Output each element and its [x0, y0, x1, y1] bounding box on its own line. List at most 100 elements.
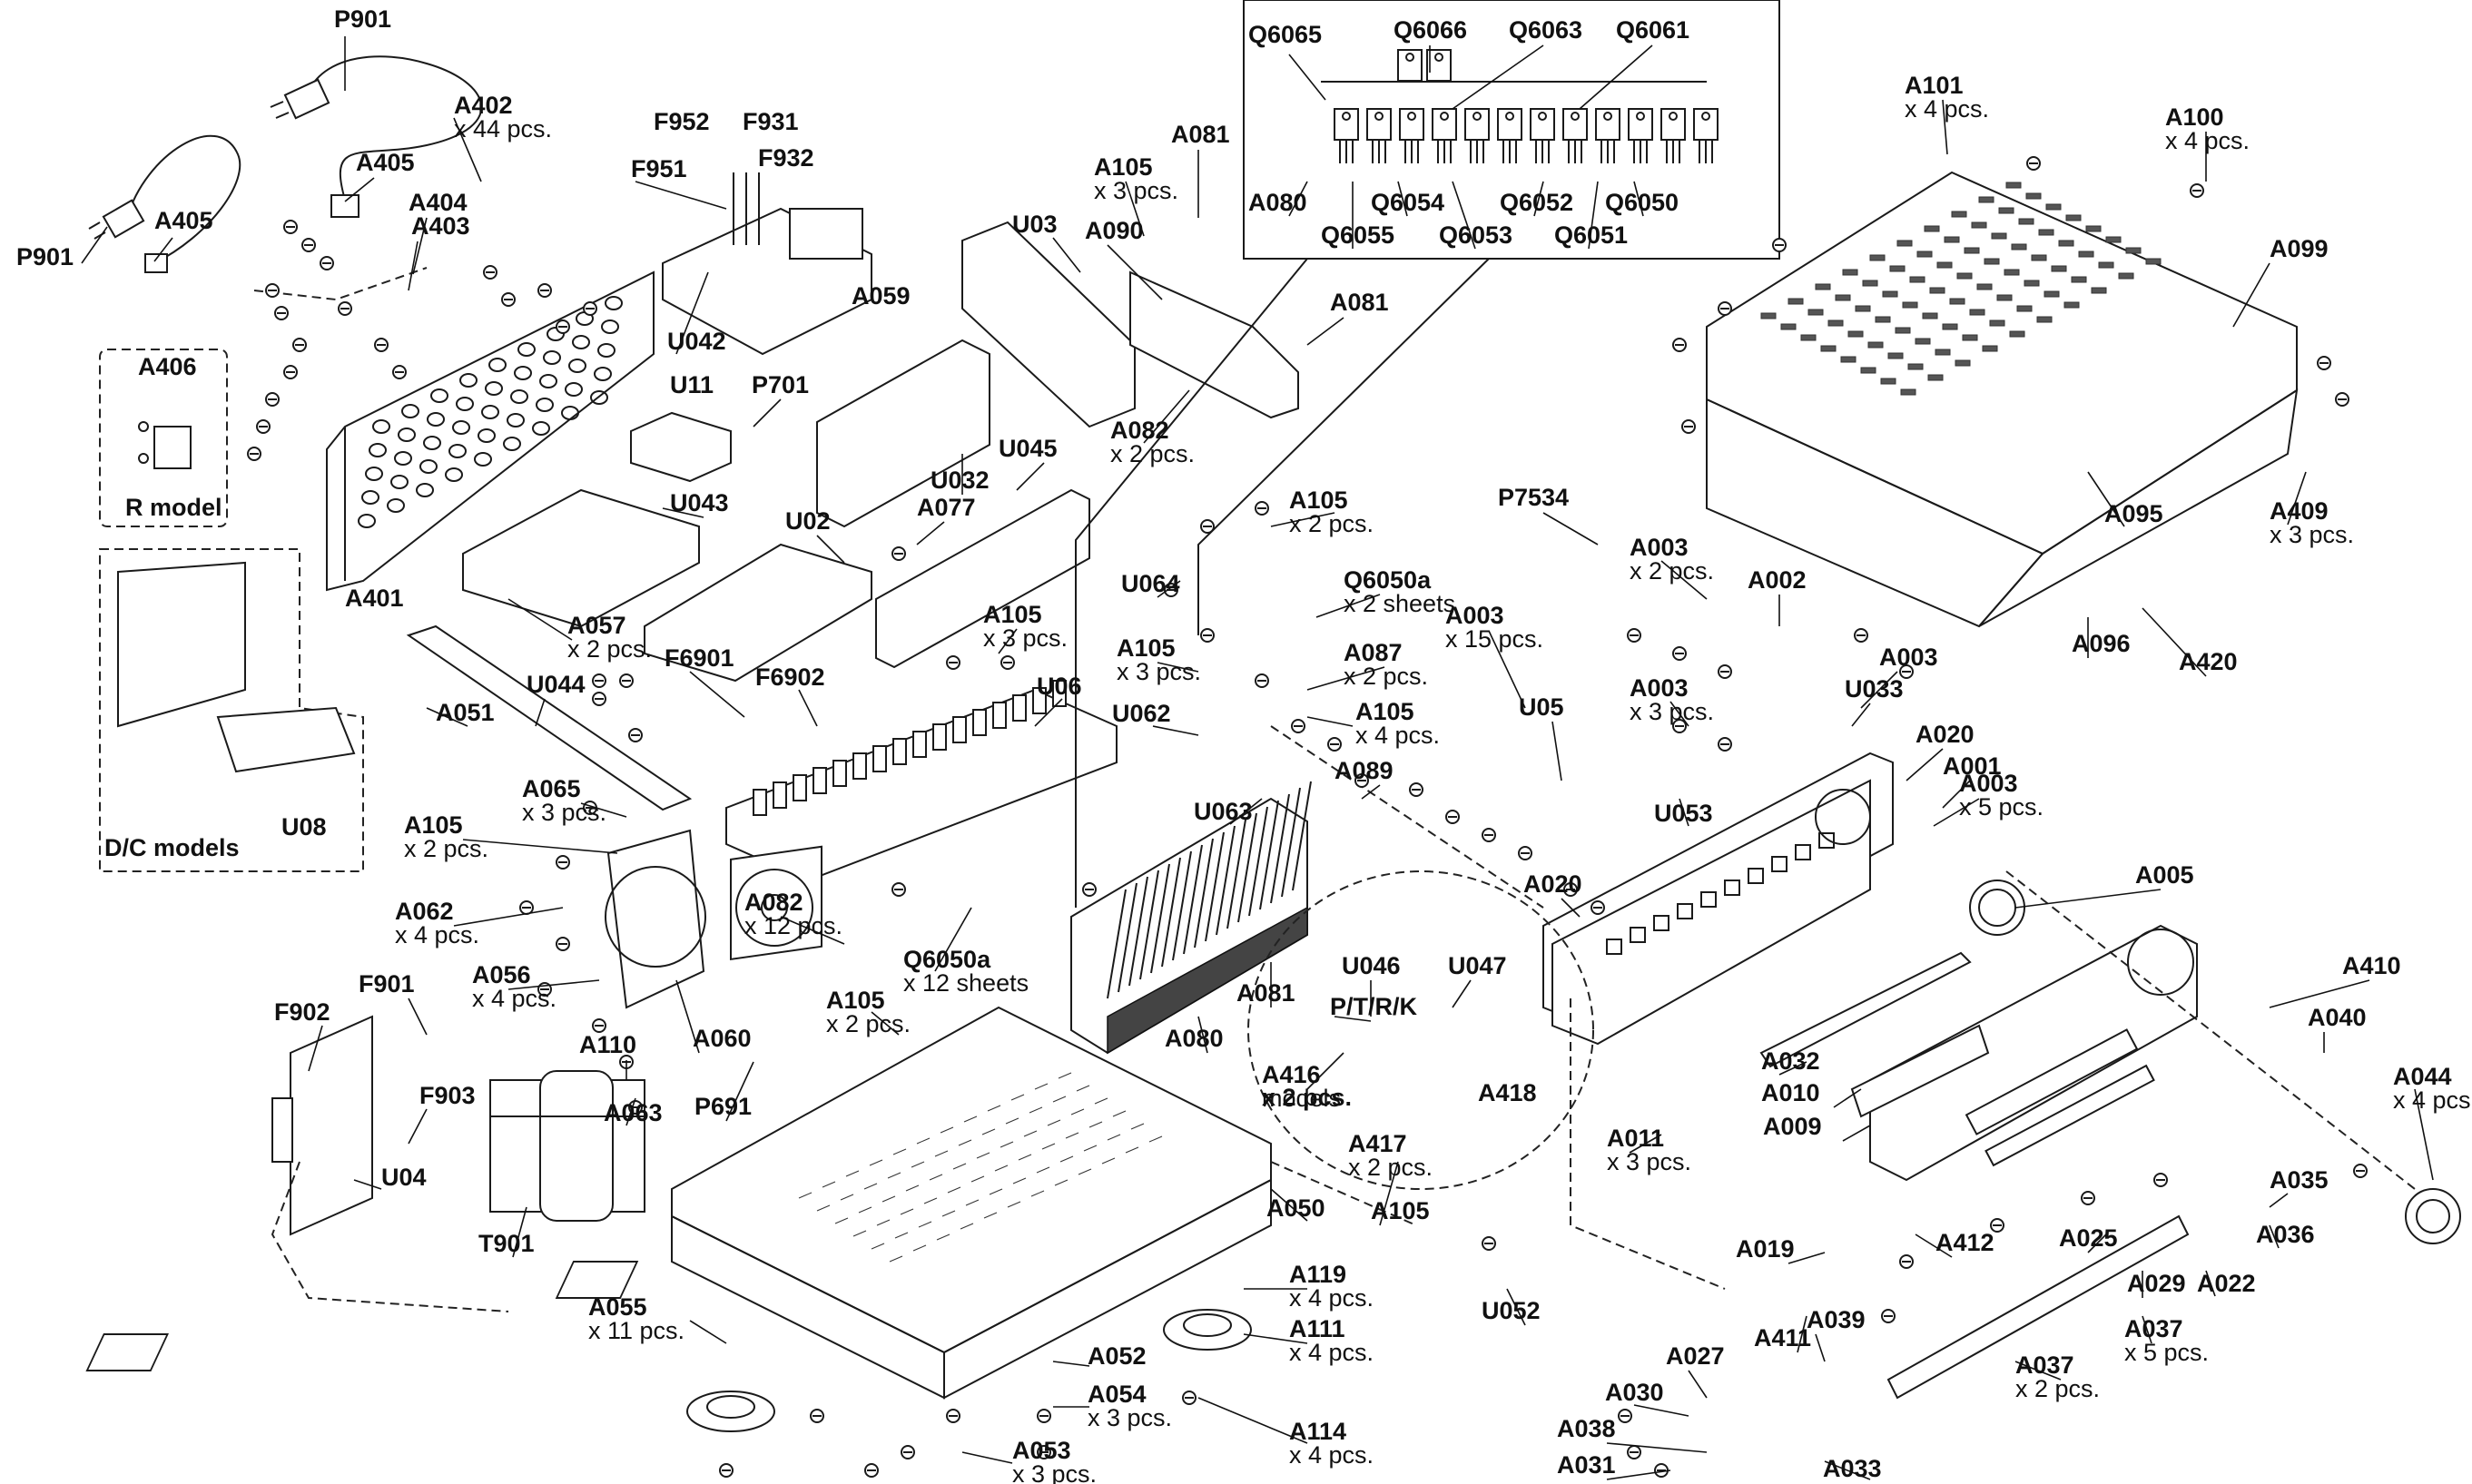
leader-line-78 — [1452, 979, 1472, 1008]
callout-label: F952 — [654, 108, 710, 135]
callout-label: Q6052 — [1500, 189, 1573, 216]
part-code: A037 — [2124, 1315, 2183, 1342]
leader-line-119 — [1688, 1370, 1708, 1399]
leader-line-44 — [871, 1011, 900, 1036]
display-window-a010 — [1759, 951, 1990, 1118]
part-code: F902 — [274, 998, 330, 1026]
part-code: A037 — [2015, 1351, 2074, 1379]
part-quantity: x 2 pcs. — [1110, 440, 1195, 467]
part-code: U062 — [1112, 700, 1171, 727]
leader-line-68 — [1243, 1333, 1308, 1344]
part-code: A416 — [1262, 1061, 1321, 1088]
board-u032 — [816, 339, 990, 528]
callout-label: R model — [125, 494, 222, 521]
leader-line-73 — [1542, 512, 1599, 545]
part-code: U063 — [1194, 798, 1253, 825]
part-code: A010 — [1761, 1079, 1820, 1106]
leader-line-20 — [408, 998, 428, 1036]
callout-label: U08 — [281, 813, 327, 840]
part-code: P691 — [694, 1093, 752, 1120]
leader-line-35 — [1016, 462, 1045, 491]
part-code: A411 — [1754, 1324, 1811, 1351]
part-code: A050 — [1266, 1194, 1325, 1222]
pad-a055 — [85, 1333, 169, 1371]
part-code: Q6050a — [903, 946, 991, 973]
callout-label: F901 — [359, 970, 415, 998]
callout-label: U02 — [785, 507, 831, 535]
callout-label: U062 — [1112, 700, 1171, 727]
part-quantity: x 15 pcs. — [1445, 625, 1543, 653]
leader-line-100 — [2014, 889, 2162, 909]
leader-line-95 — [1851, 703, 1871, 727]
part-quantity: x 3 pcs. — [1012, 1460, 1097, 1484]
leader-line-115 — [2142, 1315, 2152, 1344]
leader-line-60 — [1306, 666, 1385, 691]
leader-line-19 — [675, 979, 700, 1054]
part-quantity: x 2 pcs. — [1348, 1154, 1433, 1181]
leader-line-89 — [2287, 471, 2307, 526]
callout-label: A020 — [1523, 870, 1582, 898]
leader-line-37 — [916, 521, 945, 545]
leader-line-40 — [798, 689, 818, 727]
part-quantity: x 3 pcs. — [2270, 521, 2354, 548]
top-cover-a099 — [1706, 171, 2299, 628]
leader-line-69 — [1052, 1361, 1090, 1367]
part-code: R model — [125, 494, 222, 521]
leader-line-113 — [1915, 1233, 1953, 1258]
callout-label: A105 — [1371, 1197, 1430, 1224]
callout-label: A081 — [1171, 121, 1230, 148]
callout-label: U044 — [527, 671, 586, 698]
part-code: A105 — [404, 811, 463, 839]
board-u03 — [961, 221, 1136, 428]
callout-label: Q6063 — [1509, 16, 1582, 44]
leader-line-88 — [2087, 471, 2125, 527]
part-code: P701 — [752, 371, 809, 398]
part-code: Q6065 — [1248, 21, 1322, 48]
leader-line-11 — [816, 535, 845, 564]
leader-line-10 — [662, 507, 704, 518]
part-code: A080 — [1165, 1025, 1224, 1052]
leader-line-5 — [412, 217, 428, 275]
part-code: A025 — [2059, 1224, 2118, 1252]
part-code: A082 — [1110, 417, 1169, 444]
leader-line-116 — [2014, 1361, 2062, 1381]
part-code: A029 — [2127, 1270, 2186, 1297]
callout-label: A020 — [1916, 721, 1975, 748]
part-code: Q6055 — [1321, 221, 1394, 249]
callout-label: A410 — [2342, 952, 2401, 979]
part-code: A033 — [1823, 1455, 1882, 1482]
callout-label: A077 — [917, 494, 976, 521]
part-code: F6901 — [665, 644, 734, 672]
part-code: A030 — [1605, 1379, 1664, 1406]
leader-line-64 — [1197, 1016, 1208, 1054]
part-code: A065 — [522, 775, 581, 802]
leader-line-14 — [426, 707, 468, 727]
leader-line-97 — [1906, 748, 1944, 781]
part-code: U08 — [281, 813, 327, 840]
part-code: Q6061 — [1616, 16, 1689, 44]
part-code: A056 — [472, 961, 531, 988]
part-code: A114 — [1289, 1418, 1346, 1445]
part-code: U04 — [381, 1164, 427, 1191]
leader-line-81 — [1379, 1161, 1399, 1226]
callout-label: F902 — [274, 998, 330, 1026]
part-code: F901 — [359, 970, 415, 998]
part-quantity: x 4 pcs. — [1905, 95, 1989, 123]
part-code: A111 — [1289, 1315, 1345, 1342]
leader-line-3 — [344, 177, 375, 202]
leader-line-66 — [1270, 1188, 1308, 1222]
callout-label: U043 — [670, 489, 729, 516]
knob-a040 — [2405, 1188, 2461, 1244]
leader-line-4 — [153, 237, 173, 262]
part-code: A020 — [1523, 870, 1582, 898]
part-code: F952 — [654, 108, 710, 135]
part-code: Q6052 — [1500, 189, 1573, 216]
part-code: F932 — [758, 144, 814, 172]
callout-label: A035 — [2270, 1166, 2329, 1194]
